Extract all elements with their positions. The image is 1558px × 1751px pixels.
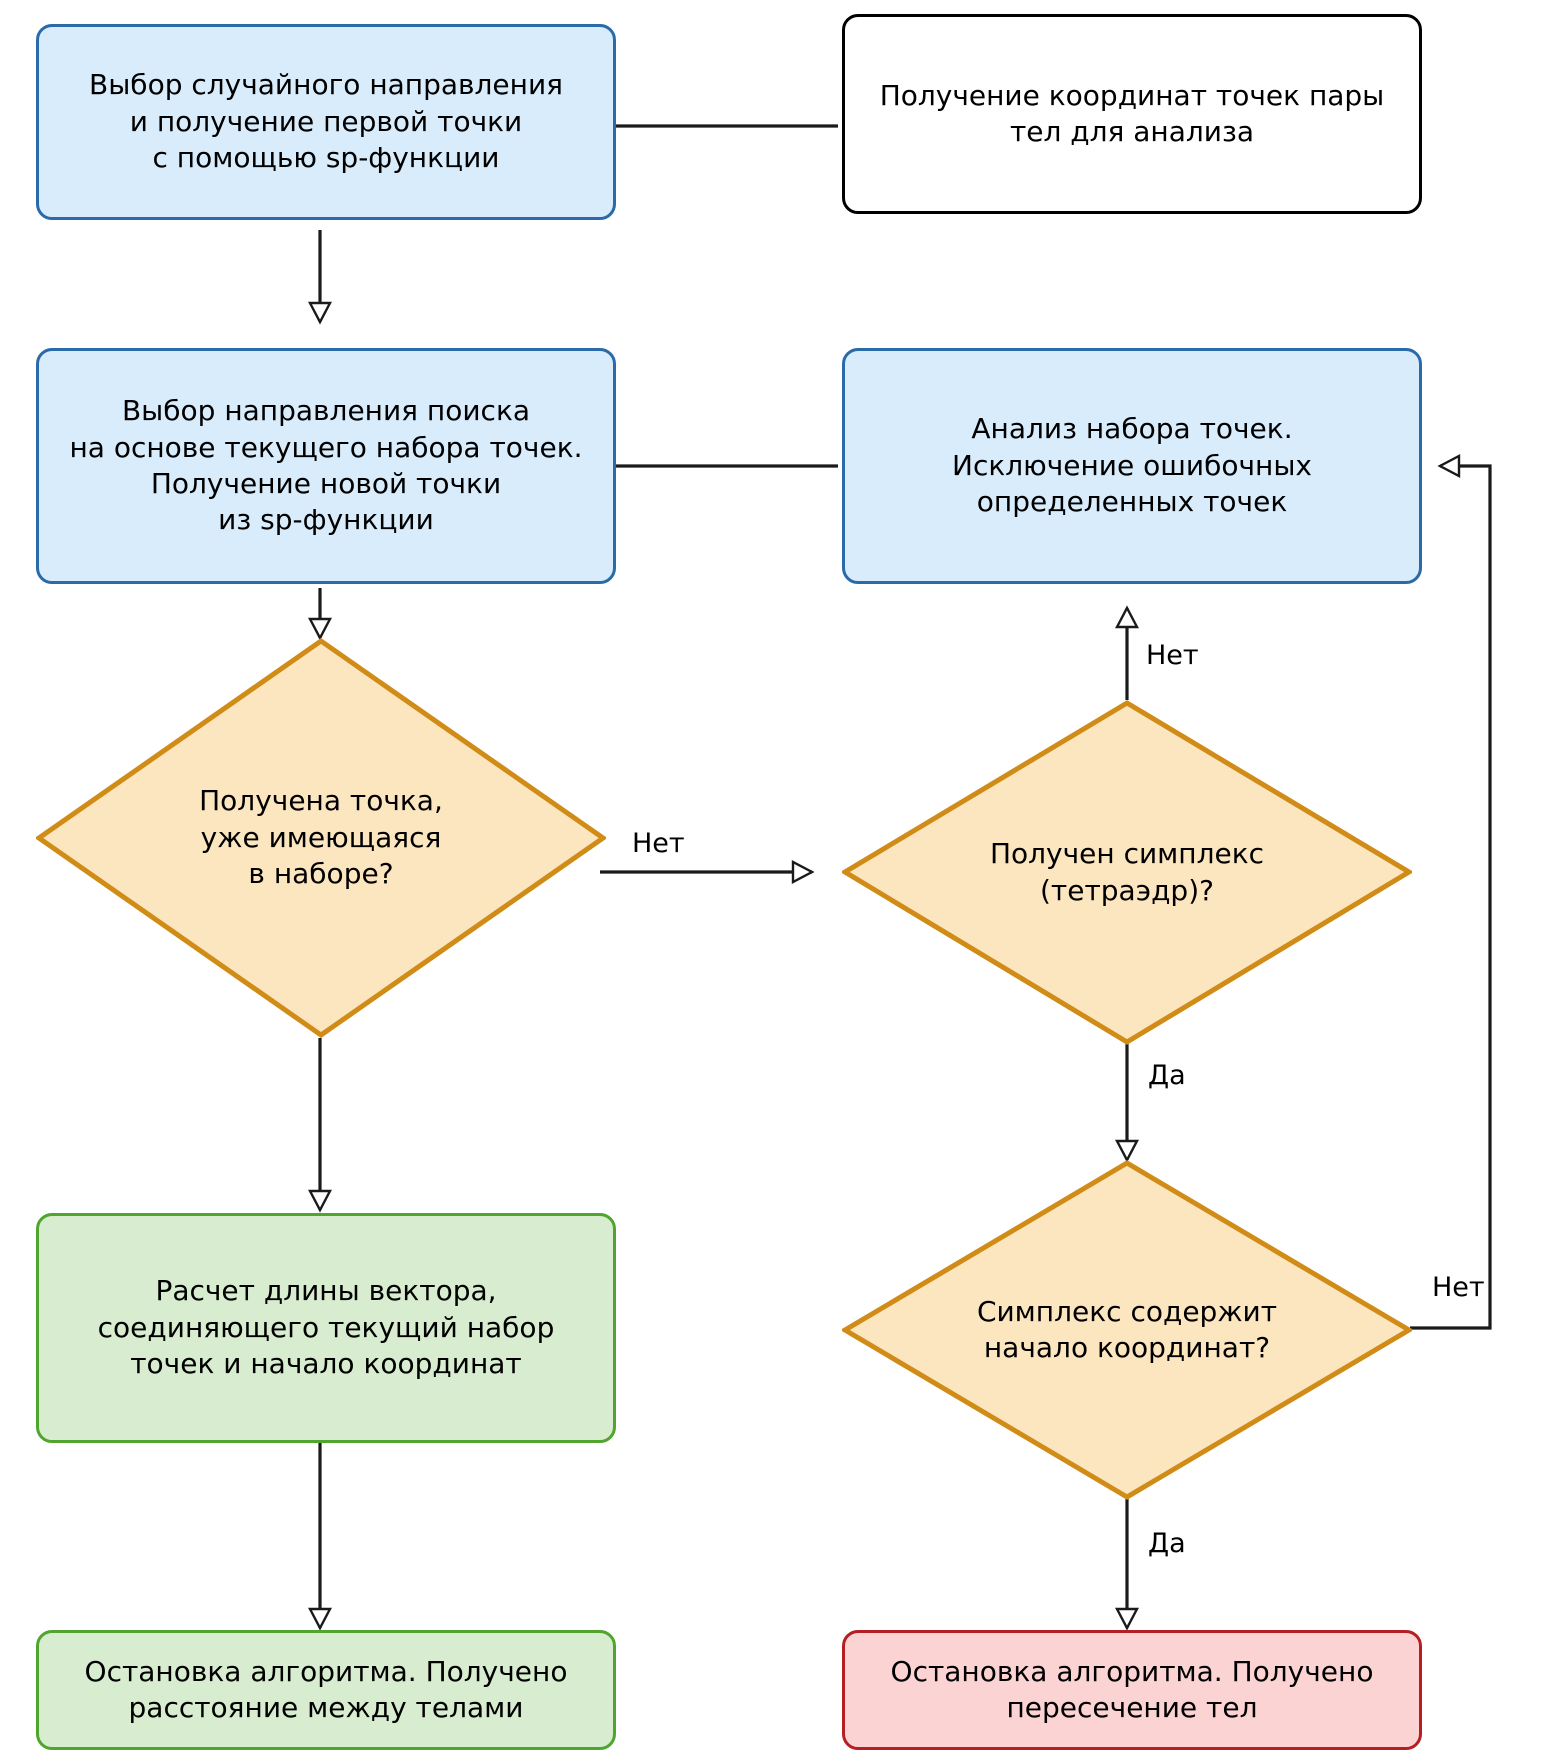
node-decision-simplex-label: Получен симплекс (тетраэдр)? (989, 837, 1265, 907)
node-decision-simplex[interactable]: Получен симплекс (тетраэдр)? (842, 700, 1412, 1045)
edge-label-contains-origin-yes: Да (1148, 1528, 1186, 1559)
decision-contains-origin-shape (842, 1160, 1412, 1500)
node-stop-intersection-label: Остановка алгоритма. Получено пересечени… (890, 1654, 1374, 1724)
node-decision-contains-origin-label: Симплекс содержит начало координат? (976, 1294, 1278, 1364)
edge-label-duplicate-no: Нет (632, 828, 685, 859)
node-compute-distance[interactable]: Расчет длины вектора, соединяющего текущ… (36, 1213, 616, 1443)
node-decision-duplicate-point[interactable]: Получена точка, уже имеющаяся в наборе? (36, 638, 606, 1038)
node-search-direction-label: Выбор направления поиска на основе текущ… (69, 394, 583, 537)
decision-duplicate-shape (36, 638, 606, 1038)
edge-label-simplex-no: Нет (1146, 640, 1199, 671)
node-decision-duplicate-point-label: Получена точка, уже имеющаяся в наборе? (199, 784, 443, 891)
edge-label-simplex-yes: Да (1148, 1060, 1186, 1091)
node-input-pair-label: Получение координат точек пары тел для а… (879, 78, 1385, 148)
edge-label-contains-origin-no: Нет (1432, 1272, 1485, 1303)
node-analyze-set[interactable]: Анализ набора точек. Исключение ошибочны… (842, 348, 1422, 584)
node-random-direction[interactable]: Выбор случайного направления и получение… (36, 24, 616, 220)
decision-simplex-shape (842, 700, 1412, 1045)
node-stop-intersection[interactable]: Остановка алгоритма. Получено пересечени… (842, 1630, 1422, 1750)
node-input-pair[interactable]: Получение координат точек пары тел для а… (842, 14, 1422, 214)
node-random-direction-label: Выбор случайного направления и получение… (88, 68, 563, 175)
node-search-direction[interactable]: Выбор направления поиска на основе текущ… (36, 348, 616, 584)
node-stop-distance[interactable]: Остановка алгоритма. Получено расстояние… (36, 1630, 616, 1750)
node-stop-distance-label: Остановка алгоритма. Получено расстояние… (84, 1654, 568, 1724)
node-decision-contains-origin[interactable]: Симплекс содержит начало координат? (842, 1160, 1412, 1500)
edge-origin-no-to-analyze (1410, 454, 1492, 1330)
node-compute-distance-label: Расчет длины вектора, соединяющего текущ… (97, 1274, 555, 1381)
node-analyze-set-label: Анализ набора точек. Исключение ошибочны… (952, 412, 1312, 519)
